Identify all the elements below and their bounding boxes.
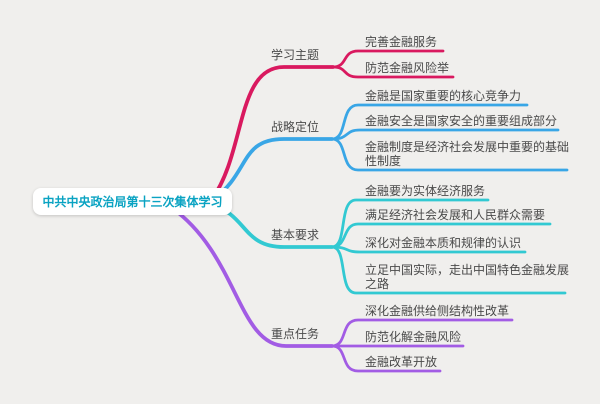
branch-label-basic-requirements[interactable]: 基本要求 [271,228,320,242]
leaf-node[interactable]: 金融是国家重要的核心竞争力 [365,89,522,103]
connector-branch3-child2 [330,344,442,373]
leaf-node[interactable]: 防范金融风险举 [365,61,450,75]
leaf-node[interactable]: 满足经济社会发展和人民群众需要 [365,208,546,222]
root-node-label: 中共中央政治局第十三次集体学习 [42,195,223,209]
root-node[interactable]: 中共中央政治局第十三次集体学习 [33,188,232,215]
connector-branch2-child3 [330,245,567,295]
leaf-node[interactable]: 防范化解金融风险 [365,330,462,344]
branch-label-study-topic[interactable]: 学习主题 [271,48,320,62]
leaf-node[interactable]: 金融安全是国家安全的重要组成部分 [365,114,558,128]
connector-branch1-child2 [330,137,569,172]
connector-root-branch3 [170,206,334,348]
leaf-node[interactable]: 金融改革开放 [365,355,438,369]
leaf-node[interactable]: 深化金融供给侧结构性改革 [365,304,510,318]
leaf-node[interactable]: 深化对金融本质和规律的认识 [365,236,522,250]
connector-root-branch0 [210,65,335,201]
leaf-node[interactable]: 金融制度是经济社会发展中重要的基础性制度 [365,140,570,168]
branch-label-key-tasks[interactable]: 重点任务 [271,327,320,341]
connector-branch1-child1 [330,128,560,141]
leaf-node[interactable]: 完善金融服务 [365,35,438,49]
connector-root-branch1 [212,137,334,201]
leaf-node[interactable]: 金融要为实体经济服务 [365,184,486,198]
branch-label-strategic-position[interactable]: 战略定位 [271,120,320,134]
leaf-node[interactable]: 立足中国实际，走出中国特色金融发展之路 [365,263,570,291]
connector-branch0-child1 [331,65,455,79]
